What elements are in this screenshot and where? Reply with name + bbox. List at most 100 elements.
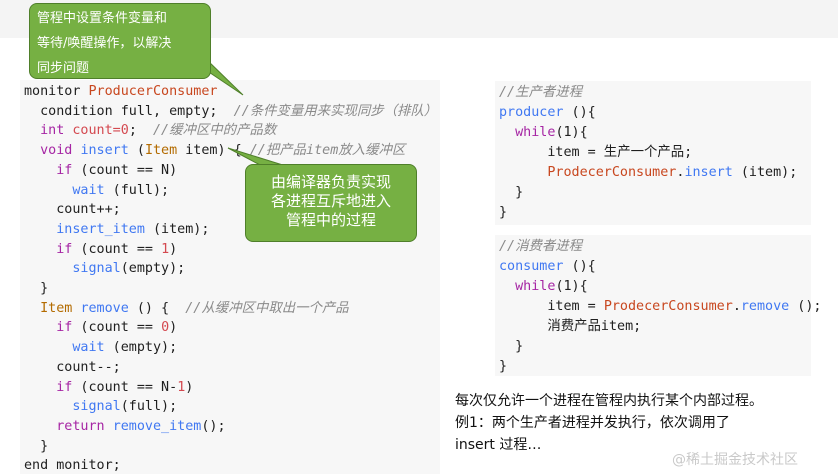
code-token: (count == <box>72 320 162 336</box>
code-line: } <box>499 183 523 203</box>
code-token: ( <box>128 143 145 159</box>
code-line: count--; <box>24 358 121 378</box>
code-token: } <box>499 205 508 220</box>
code-token: (); <box>201 418 226 434</box>
code-line: } <box>24 279 48 299</box>
code-line: if (count == N) <box>24 161 177 181</box>
code-token: (count == N- <box>72 379 178 395</box>
code-token: ) <box>169 241 178 257</box>
code-token: } <box>499 185 524 200</box>
code-token: } <box>24 438 49 454</box>
code-token: (empty); <box>104 340 178 356</box>
code-line: return remove_item(); <box>24 417 226 437</box>
code-token: remove_item <box>112 418 202 434</box>
callout-line: 管程中设置条件变量和 <box>37 11 168 26</box>
code-token: count++; <box>24 202 121 218</box>
code-token: (item); <box>144 221 210 237</box>
code-token: void <box>24 143 73 159</box>
code-token: //缓冲区中的产品数 <box>153 123 277 139</box>
code-line: producer (){ <box>499 103 596 123</box>
code-token: 1 <box>161 241 170 257</box>
code-token: Item <box>24 300 73 316</box>
code-token: wait <box>24 340 105 356</box>
code-line: wait (empty); <box>24 338 177 358</box>
callout-line: 各进程互斥地进入 <box>270 192 391 210</box>
code-line: consumer (){ <box>499 257 596 277</box>
code-token: if <box>24 241 73 257</box>
code-token: producer <box>499 105 564 120</box>
code-line: condition full, empty; //条件变量用来实现同步（排队） <box>24 102 437 122</box>
code-token: if <box>24 162 73 178</box>
code-token: . <box>676 165 685 180</box>
code-token: ) <box>169 320 178 336</box>
code-line: } <box>499 357 507 377</box>
code-line: signal(empty); <box>24 259 185 279</box>
code-line: wait (full); <box>24 181 169 201</box>
code-token: consumer <box>499 259 564 274</box>
callout-line: 同步问题 <box>37 61 90 76</box>
code-token: 1 <box>177 379 186 395</box>
code-token: (1){ <box>555 279 588 294</box>
note-line-2: 例1：两个生产者进程并发执行，依次调用了 <box>455 415 730 431</box>
code-token: . <box>732 299 741 314</box>
code-token: (); <box>789 299 822 314</box>
code-line: //生产者进程 <box>499 83 582 103</box>
code-token: (item); <box>732 165 798 180</box>
code-line: end monitor; <box>24 456 121 476</box>
code-token: 0 <box>161 320 170 336</box>
code-line: if (count == N-1) <box>24 378 193 398</box>
code-token: while <box>499 279 556 294</box>
code-line: monitor ProducerConsumer <box>24 82 218 102</box>
code-token: insert <box>684 165 733 180</box>
code-token: ProdecerConsumer <box>603 299 733 314</box>
code-token: ProducerConsumer <box>88 84 218 99</box>
code-token: end monitor; <box>24 458 121 474</box>
code-token: ) <box>185 379 194 395</box>
code-token: monitor <box>24 84 89 99</box>
code-token: //从缓冲区中取出一个产品 <box>185 300 349 316</box>
callout-compiler-mutex: 由编译器负责实现 各进程互斥地进入 管程中的过程 <box>245 164 417 242</box>
consumer-code-block: //消费者进程 consumer (){ while(1){ item = Pro… <box>495 235 822 377</box>
code-token: } <box>24 281 49 296</box>
code-line: void insert (Item item) { //把产品item放入缓冲区 <box>24 141 405 161</box>
code-token: () { <box>128 300 186 316</box>
code-line: } <box>499 337 523 357</box>
code-line: while(1){ <box>499 123 588 143</box>
code-line: if (count == 1) <box>24 240 177 260</box>
code-token: //把产品item放入缓冲区 <box>249 143 406 159</box>
code-token: item = 生产一个产品; <box>499 145 693 160</box>
code-line: //消费者进程 <box>499 237 582 257</box>
code-line: while(1){ <box>499 277 588 297</box>
code-line: if (count == 0) <box>24 318 177 338</box>
code-token: while <box>499 125 556 140</box>
code-token: (full); <box>120 399 178 415</box>
code-token: (count == <box>72 241 162 257</box>
code-token: remove <box>740 299 790 314</box>
explanation-note: 每次仅允许一个进程在管程内执行某个内部过程。 例1：两个生产者进程并发执行，依次… <box>455 390 838 456</box>
code-token: signal <box>24 399 121 415</box>
code-token: wait <box>24 182 105 198</box>
code-line: signal(full); <box>24 397 177 417</box>
code-token: return <box>24 418 105 434</box>
code-token: ; <box>128 123 153 139</box>
code-token: insert_item <box>24 221 145 237</box>
code-line: ProdecerConsumer.insert (item); <box>499 163 797 183</box>
code-line: Item remove () { //从缓冲区中取出一个产品 <box>24 299 349 319</box>
code-line: item = 生产一个产品; <box>499 143 692 163</box>
callout-line: 管程中的过程 <box>285 211 376 229</box>
note-line-3: insert 过程… <box>455 437 542 453</box>
code-token: condition full, empty; <box>24 103 234 119</box>
code-token: count=0 <box>72 123 129 139</box>
code-token: } <box>499 359 508 374</box>
code-token: remove <box>80 300 129 316</box>
code-token: 消费产品item; <box>499 319 642 334</box>
code-line: count++; <box>24 200 121 220</box>
code-token: //消费者进程 <box>499 239 583 254</box>
code-token: count--; <box>24 359 121 375</box>
watermark: @稀土掘金技术社区 <box>672 452 798 468</box>
code-line: } <box>24 437 48 457</box>
monitor-code-block: monitor ProducerConsumer condition full,… <box>20 80 440 474</box>
code-token: (full); <box>104 182 170 198</box>
code-line: item = ProdecerConsumer.remove (); <box>499 297 822 317</box>
code-token: (1){ <box>555 125 588 140</box>
